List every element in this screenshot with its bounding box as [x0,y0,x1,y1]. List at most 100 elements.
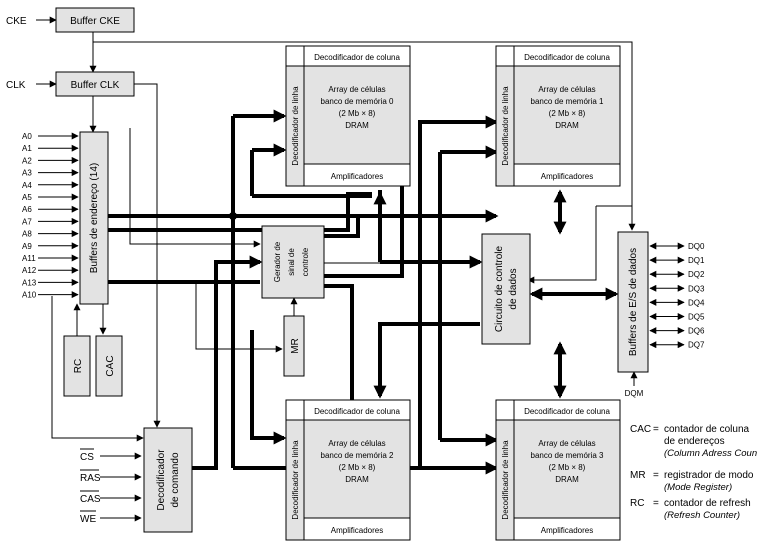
we-label: WE [80,514,96,525]
data-control-box [481,233,531,345]
legend-cac-eq: = [653,424,659,435]
cell-array-box [513,419,621,519]
ras-label: RAS [80,473,101,484]
bus-to-row1 [418,115,499,468]
cell-array-line3: (2 Mb × 8) [549,109,586,118]
cac-label: CAC [105,355,116,376]
addr-bus-lower [108,192,372,232]
address-pin-label: A3 [22,169,32,178]
row-decoder-label: Decodificador de linha [501,86,510,166]
ctrl-to-bus [324,216,360,238]
address-pin-a2: A2 [22,156,79,165]
data-pin-label: DQ3 [688,284,705,293]
address-pin-a13: A13 [22,278,79,287]
io-buffers-label: Buffers de E/S de dados [628,248,639,356]
cell-array-line1: Array de células [538,85,595,94]
amplifiers-label: Amplificadores [541,172,593,181]
buffer-clk-box [55,71,135,97]
data-to-amp2 [373,322,480,399]
address-pin-a9: A9 [22,242,79,251]
address-pin-a8: A8 [22,230,79,239]
cke-to-io-wire [93,41,636,231]
cell-array-line1: Array de células [538,439,595,448]
address-pin-a4: A4 [22,181,79,190]
data-pin-label: DQ0 [688,242,705,251]
cell-array-line2: banco de memória 1 [531,97,604,106]
legend-mr-note: (Mode Register) [664,482,732,493]
legend-mr-eq: = [653,470,659,481]
legend-mr-abbr: MR [630,470,646,481]
a10-to-cmd-wire [51,296,144,442]
address-pin-label: A11 [22,254,36,263]
address-buffers-box [79,131,109,305]
data-pin-label: DQ2 [688,270,705,279]
cell-array-line2: banco de memória 0 [321,97,394,106]
rc-box [63,335,91,397]
address-pin-label: A1 [22,144,32,153]
amplifiers-label: Amplificadores [331,172,383,181]
amplifiers-box [513,517,621,541]
signal-generator-box [261,225,325,299]
legend-cac-desc2: de endereços [664,436,725,447]
rc-label: RC [73,359,84,373]
address-pin-label: A4 [22,181,32,190]
address-pin-label: A8 [22,230,32,239]
data-control-line1: Circuito de controle [494,245,505,332]
bus-to-row2 [250,330,287,445]
row-decoder-label: Decodificador de linha [291,86,300,166]
buffer-clk-label: Buffer CLK [71,80,120,91]
address-pin-label: A12 [22,266,37,275]
legend-rc-note: (Refresh Counter) [664,510,740,521]
signal-gen-line3: controle [301,247,310,276]
data-pin-dq0: DQ0 [649,242,705,251]
cell-array-line3: (2 Mb × 8) [339,463,376,472]
column-decoder-label: Decodificador de coluna [314,53,400,62]
cell-array-line1: Array de células [328,439,385,448]
cell-array-line2: banco de memória 3 [531,451,604,460]
data-pin-dq1: DQ1 [649,256,705,265]
data-pin-dq2: DQ2 [649,270,705,279]
cmd-decoder-line2: de comando [170,452,181,507]
ctrl-to-bank2 [300,284,354,412]
address-pin-label: A9 [22,242,32,251]
data-pin-label: DQ6 [688,327,705,336]
mr-box [283,315,305,377]
row-decoder-label: Decodificador de linha [291,440,300,520]
column-decoder-label: Decodificador de coluna [524,53,610,62]
address-pin-label: A6 [22,205,32,214]
cell-array-line3: (2 Mb × 8) [549,463,586,472]
legend-cac-desc1: contador de coluna [664,424,750,435]
address-pin-label: A13 [22,278,37,287]
amplifiers-box [303,517,411,541]
legend-cac-note: (Column Adress Counter) [664,448,757,459]
data-pin-label: DQ5 [688,313,705,322]
column-decoder-label: Decodificador de coluna [524,407,610,416]
dqm-label: DQM [625,389,644,398]
legend-rc-abbr: RC [630,498,644,509]
ctrl-right [324,160,404,278]
cell-array-line2: banco de memória 2 [321,451,394,460]
amplifiers-label: Amplificadores [331,526,383,535]
address-pin-a10: A10 [22,291,79,300]
clk-to-cmd-wire [134,83,161,428]
cell-array-line4: DRAM [555,121,579,130]
cac-box [95,335,123,397]
amplifiers-box [513,163,621,187]
address-pin-label: A10 [22,291,37,300]
amplifiers-label: Amplificadores [541,526,593,535]
data-pin-dq6: DQ6 [649,327,705,336]
row-decoder-label: Decodificador de linha [501,440,510,520]
cell-array-line4: DRAM [555,475,579,484]
legend-mr-desc1: registrador de modo [664,470,754,481]
cell-array-line3: (2 Mb × 8) [339,109,376,118]
cmd-to-ctrl-bus [192,255,263,470]
address-pin-a7: A7 [22,217,79,226]
signal-gen-line2: sinal de [287,248,296,276]
